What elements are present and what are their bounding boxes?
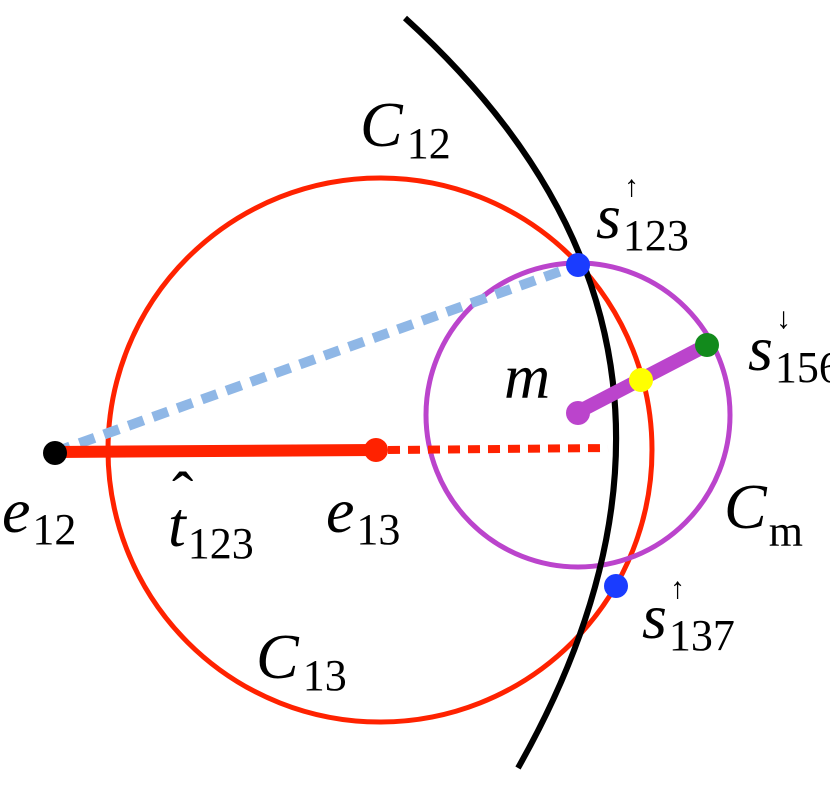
- label-s123: s123: [596, 181, 689, 260]
- label-t123: t123: [168, 489, 254, 568]
- point-s137: [604, 574, 628, 598]
- label-s137-arrow: ↑: [670, 572, 685, 605]
- point-s156: [695, 333, 719, 357]
- point-s123: [566, 253, 590, 277]
- label-c12: C12: [360, 89, 451, 168]
- dotted-line-e13-extension: [387, 444, 609, 454]
- label-c13: C13: [256, 621, 347, 700]
- point-e12: [43, 441, 67, 465]
- point-intersection-yellow: [629, 368, 653, 392]
- label-t123-hat: ˆ: [172, 459, 193, 530]
- label-m: m: [504, 341, 550, 412]
- dashed-line-e12-s123: [53, 260, 580, 457]
- label-s156: s156: [748, 313, 830, 392]
- label-cm: Cm: [724, 471, 803, 556]
- label-s156-arrow: ↓: [776, 302, 791, 335]
- label-s123-arrow: ↑: [624, 170, 639, 203]
- label-e13: e13: [326, 475, 400, 554]
- label-e12: e12: [2, 475, 76, 554]
- point-e13: [364, 438, 388, 462]
- segment-e12-e13: [49, 444, 381, 458]
- point-m: [566, 401, 590, 425]
- label-s137: s137: [642, 581, 735, 660]
- arc-c12: [402, 15, 619, 770]
